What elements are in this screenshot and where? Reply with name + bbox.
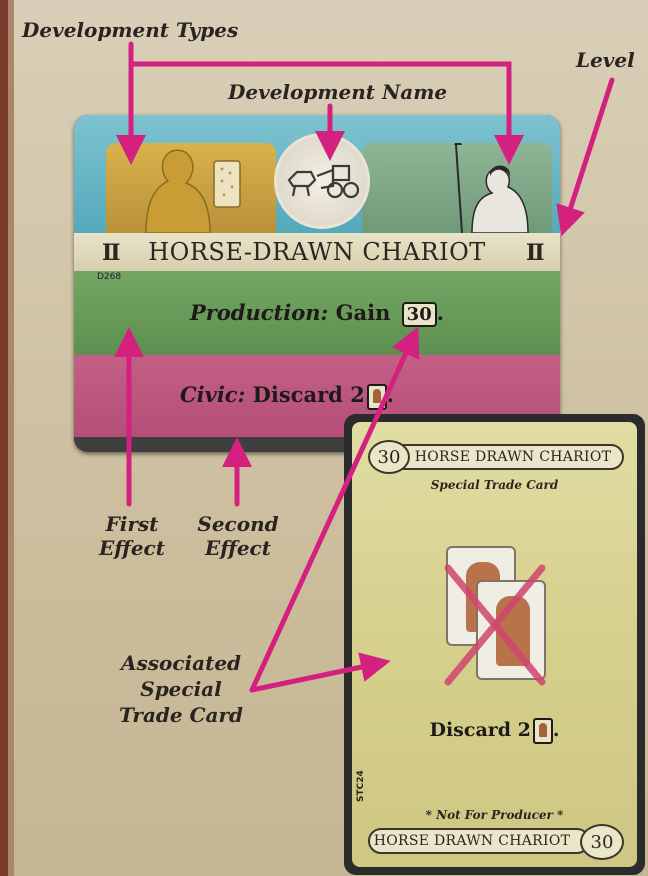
special-trade-card-face: HORSE DRAWN CHARIOT 30 Special Trade Car…	[352, 422, 637, 867]
development-code: D268	[97, 272, 121, 282]
production-effect-text: Production: Gain 30.	[190, 300, 444, 327]
woman-with-tablet-icon	[106, 143, 276, 233]
warrior-with-spear-icon	[362, 143, 552, 233]
label-first-effect: First Effect	[92, 512, 172, 560]
civic-effect-text: Civic: Discard 2.	[180, 382, 394, 410]
trade-card-effect-punct: .	[553, 719, 560, 741]
label-associated-line1: Associated	[110, 650, 252, 676]
label-development-types: Development Types	[22, 18, 238, 42]
label-development-name: Development Name	[228, 80, 447, 104]
label-first-effect-line1: First	[92, 512, 172, 536]
development-card: II HORSE-DRAWN CHARIOT II Production: Ga…	[74, 115, 560, 452]
special-trade-card: HORSE DRAWN CHARIOT 30 Special Trade Car…	[344, 414, 645, 875]
label-second-effect-line2: Effect	[192, 536, 284, 560]
trade-card-bottom-title-pill: HORSE DRAWN CHARIOT	[368, 828, 590, 854]
discard-cross-icon	[440, 560, 550, 690]
production-punct: .	[437, 300, 444, 325]
development-type-banner	[74, 115, 560, 233]
label-associated-trade-card: Associated Special Trade Card	[110, 650, 252, 728]
civic-punct: .	[387, 382, 394, 407]
production-label: Production:	[190, 300, 328, 325]
trade-card-code: STC24	[356, 770, 366, 802]
worker-icon	[533, 718, 553, 744]
development-title: HORSE-DRAWN CHARIOT	[148, 238, 486, 266]
trade-card-subtitle: Special Trade Card	[352, 478, 637, 492]
label-level: Level	[576, 48, 635, 72]
civic-text: Discard 2	[253, 382, 365, 407]
trade-card-effect: Discard 2.	[352, 718, 637, 744]
label-second-effect: Second Effect	[192, 512, 284, 560]
development-title-bar: II HORSE-DRAWN CHARIOT II	[74, 233, 560, 271]
level-mark-right: II	[526, 240, 543, 266]
level-mark-left: II	[102, 240, 119, 266]
civic-label: Civic:	[180, 382, 245, 407]
trade-card-bottom-cost: 30	[580, 824, 624, 860]
production-effect: Production: Gain 30.	[74, 271, 560, 355]
label-associated-line2: Special	[110, 676, 252, 702]
trade-card-note: * Not For Producer *	[352, 808, 637, 822]
label-associated-line3: Trade Card	[110, 702, 252, 728]
trade-card-bottom-title: HORSE DRAWN CHARIOT	[374, 833, 571, 849]
trade-card-title-pill: HORSE DRAWN CHARIOT	[388, 444, 624, 470]
worker-icon	[367, 384, 387, 410]
label-second-effect-line1: Second	[192, 512, 284, 536]
left-border-inner	[8, 0, 14, 876]
arrow-level	[566, 80, 612, 222]
label-first-effect-line2: Effect	[92, 536, 172, 560]
gold-value-box: 30	[402, 302, 437, 327]
production-text: Gain	[336, 300, 391, 325]
trade-card-cost: 30	[368, 440, 410, 474]
horse-chariot-icon	[274, 133, 370, 229]
trade-card-title: HORSE DRAWN CHARIOT	[415, 449, 612, 465]
left-border	[0, 0, 8, 876]
trade-card-effect-text: Discard 2	[429, 719, 530, 741]
